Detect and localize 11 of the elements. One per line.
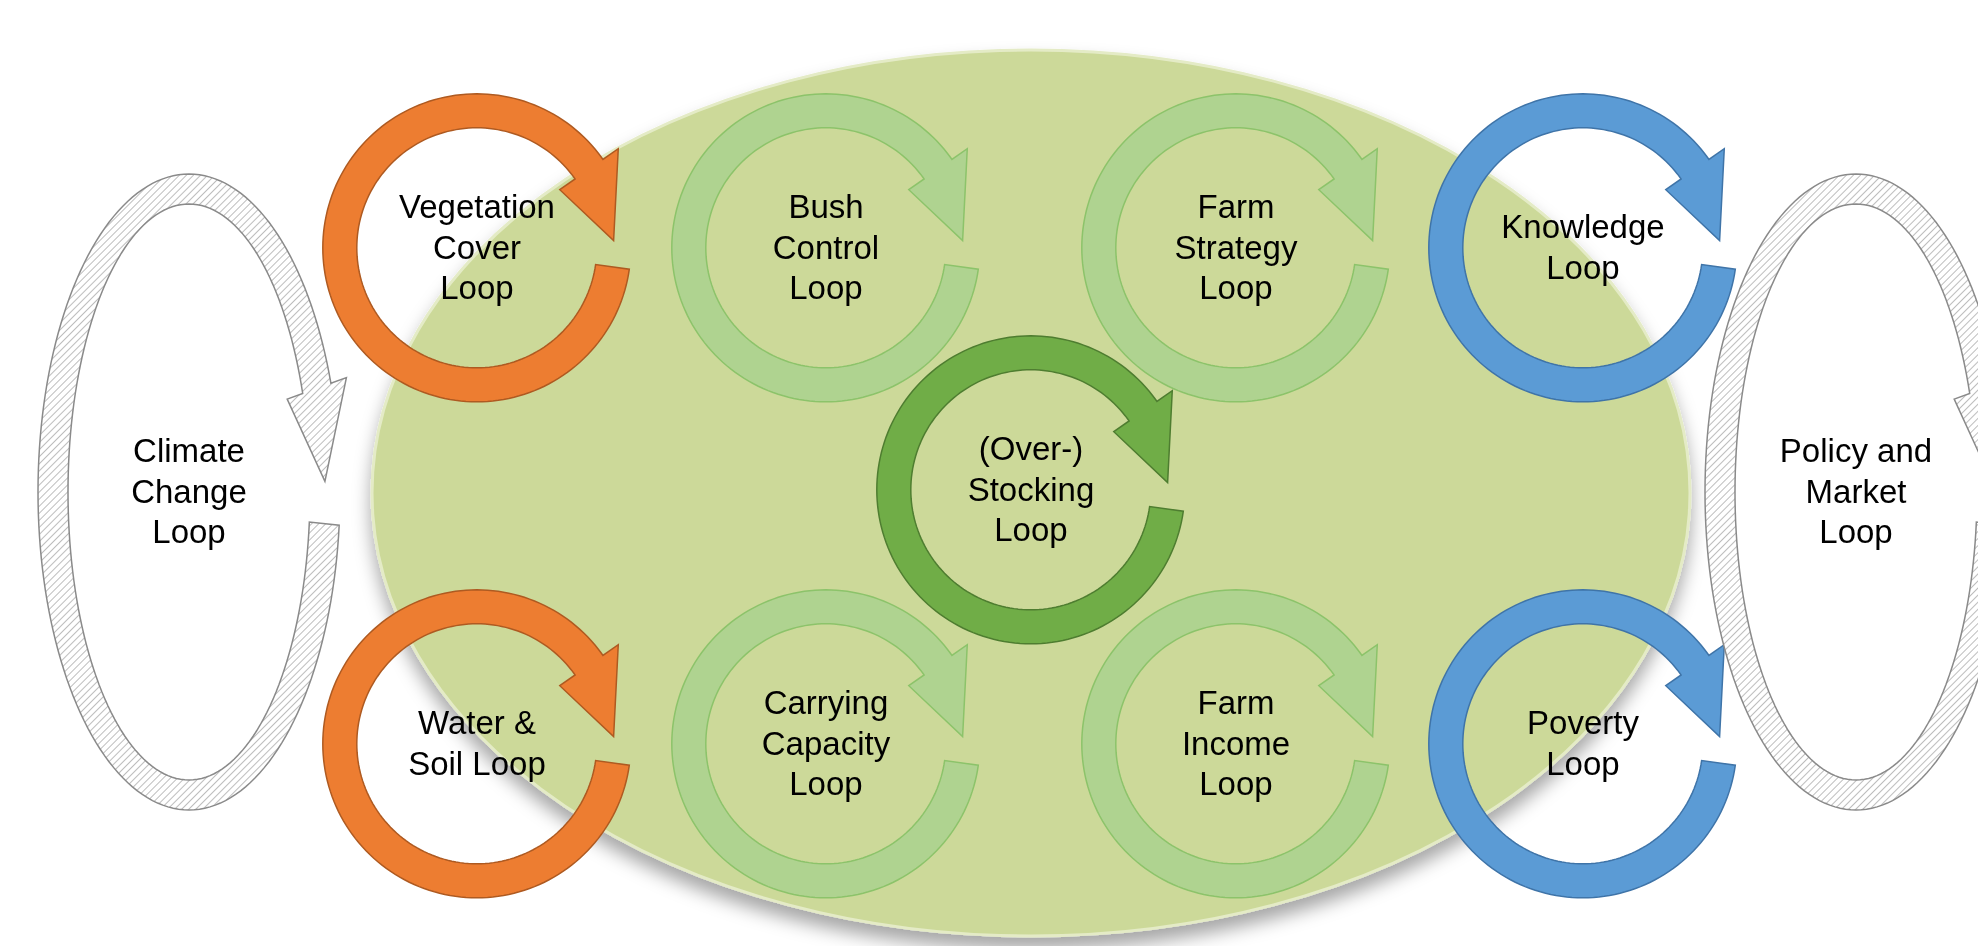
loop-label: Farm Income Loop — [1180, 682, 1292, 805]
loop-label: Climate Change Loop — [130, 430, 248, 553]
loop-label: Farm Strategy Loop — [1173, 186, 1299, 309]
loop-label: Vegetation Cover Loop — [398, 186, 556, 309]
loop-label: Water & Soil Loop — [407, 703, 547, 784]
loop-label: Carrying Capacity Loop — [760, 682, 892, 805]
loop-label: Poverty Loop — [1526, 703, 1640, 784]
loop-label: (Over-) Stocking Loop — [966, 428, 1096, 551]
loop-label: Bush Control Loop — [771, 186, 881, 309]
loop-label: Policy and Market Loop — [1778, 430, 1934, 553]
loop-label: Knowledge Loop — [1500, 207, 1666, 288]
